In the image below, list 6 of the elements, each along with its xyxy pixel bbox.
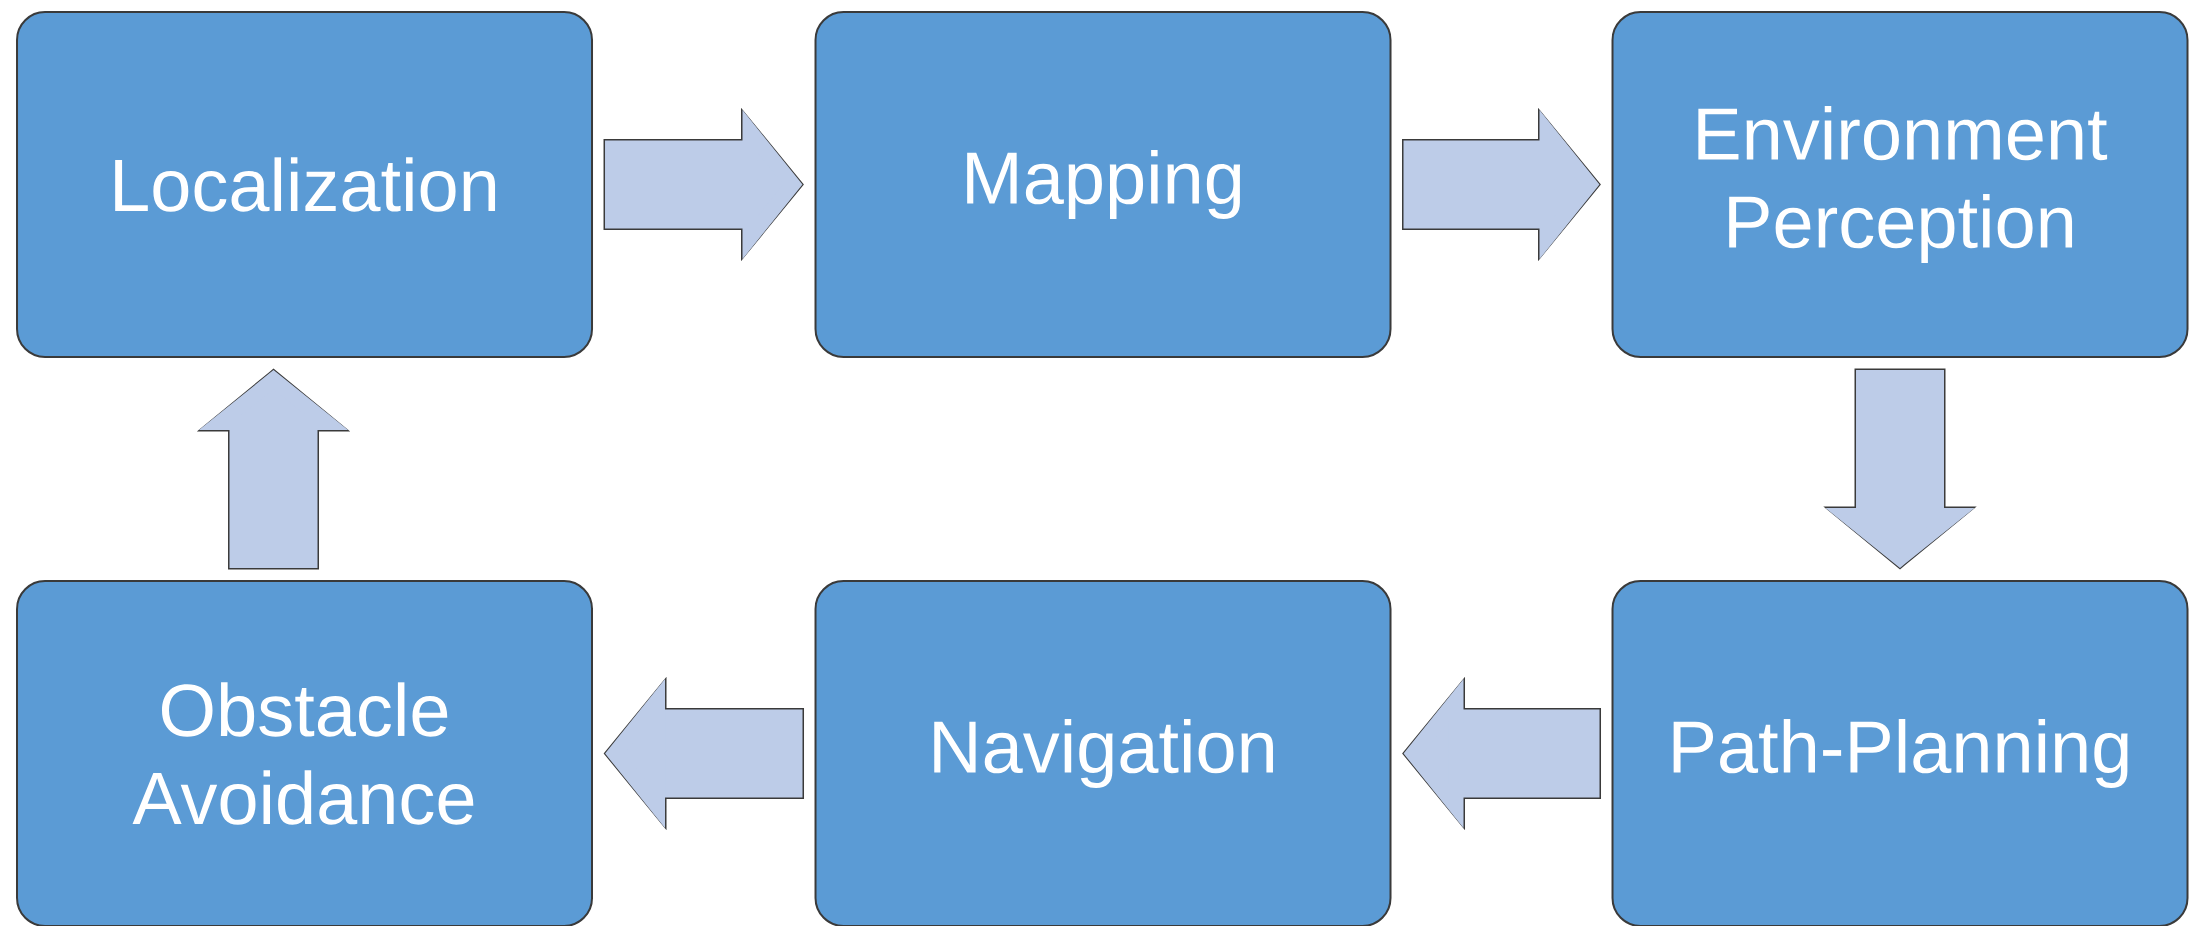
process-box: Path-Planning [1611, 580, 2189, 926]
process-box: Mapping [814, 11, 1392, 358]
process-box: Navigation [814, 580, 1392, 926]
process-box: Localization [16, 11, 593, 358]
process-box: Obstacle Avoidance [16, 580, 593, 926]
process-box: Environment Perception [1611, 11, 2189, 358]
